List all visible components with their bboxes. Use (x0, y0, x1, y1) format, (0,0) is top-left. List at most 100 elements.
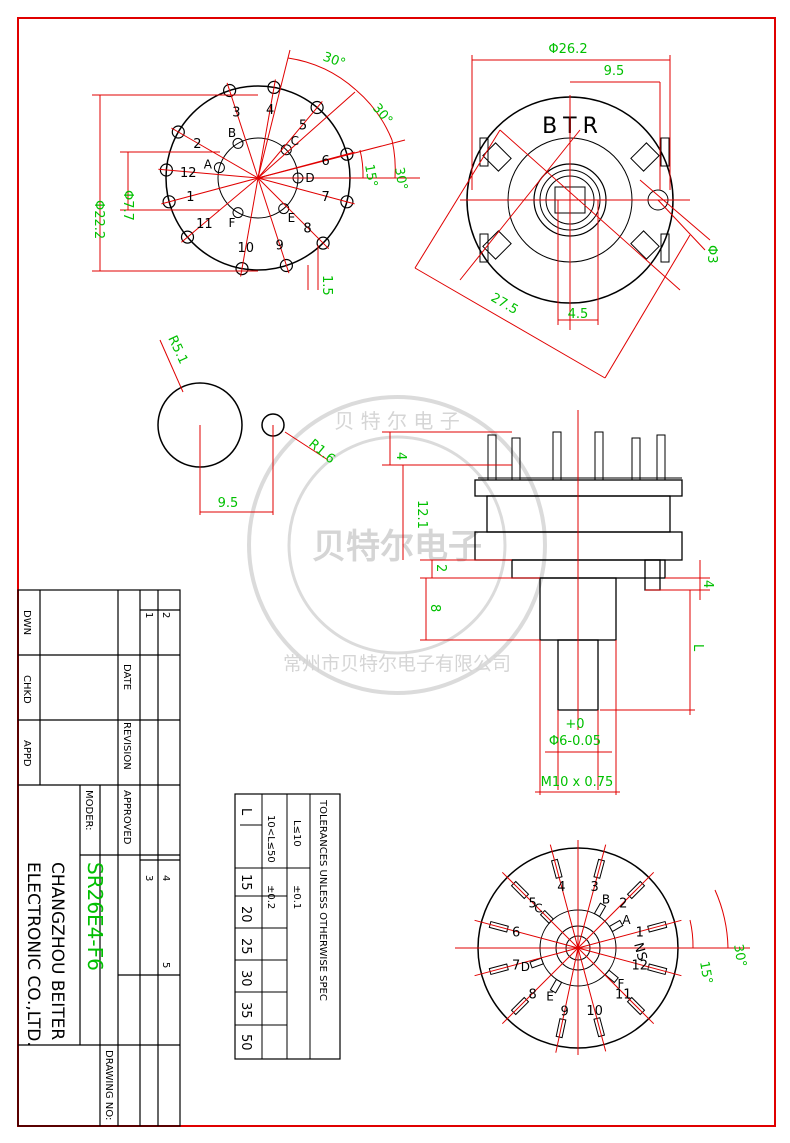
company-line-1: CHANGZHOU BEITER (47, 862, 67, 1040)
pin-label-2: 2 (193, 137, 201, 152)
label-approved: APPROVED (121, 790, 132, 845)
inner-label-D: D (305, 171, 314, 185)
bottom-inner-B (593, 902, 607, 918)
pin-12 (159, 163, 173, 177)
label-revision: REVISION (121, 722, 132, 770)
bottom-inner-label-E: E (546, 990, 554, 1004)
rev-num-3: 3 (143, 875, 154, 881)
tol-title: TOLERANCES UNLESS OTHERWISE SPEC (317, 799, 328, 1001)
label-appd: APPD (21, 740, 32, 767)
bottom-pin-label-10: 10 (586, 1004, 603, 1019)
label-chkd: CHKD (21, 675, 32, 704)
angle-30-b: 30° (369, 101, 395, 128)
drawing-border (17, 17, 776, 1127)
inner-label-A: A (204, 158, 213, 172)
bottom-inner-label-F: F (617, 977, 624, 991)
tol-val-25: 25 (238, 938, 253, 955)
pin-label-1: 1 (186, 190, 194, 205)
bottom-inner-label-A: A (622, 913, 631, 927)
tolerance-table: TOLERANCES UNLESS OTHERWISE SPEC L≤10 ±0… (234, 793, 341, 1060)
watermark-main: 贝特尔电子 (312, 527, 482, 567)
inner-pin-F (232, 207, 244, 219)
tol-row1-cond: L≤10 (291, 820, 302, 847)
pin-label-11: 11 (196, 217, 213, 232)
bottom-angle-15: 15° (696, 960, 715, 985)
tol-val-35: 35 (238, 1002, 253, 1019)
pin-label-4: 4 (266, 103, 274, 118)
top-right-view: BTR Φ26.2 9.5 Φ3 27.5 4.5 (414, 42, 719, 379)
pin-2 (171, 125, 185, 139)
pin-label-7: 7 (321, 190, 329, 205)
bottom-pin-label-6: 6 (512, 925, 520, 940)
dim-27-5: 27.5 (488, 290, 521, 317)
label-date: DATE (121, 664, 132, 690)
pin-label-9: 9 (275, 239, 283, 254)
bottom-pin-label-2: 2 (619, 897, 627, 912)
inner-pin-B (232, 137, 244, 149)
dim-9-5-holes: 9.5 (218, 496, 239, 511)
brand-label: BTR (542, 114, 604, 139)
bottom-pin-label-1: 1 (636, 925, 644, 940)
r5-label: R5.1 (164, 333, 190, 366)
side-dim-8: 8 (427, 604, 442, 612)
tol-row2-val: ±0.2 (265, 885, 276, 909)
angle-30-c: 30° (391, 166, 410, 191)
bottom-pin-label-9: 9 (561, 1005, 569, 1020)
bottom-pin-label-12: 12 (632, 959, 649, 974)
tol-val-20: 20 (238, 906, 253, 923)
dim-4-5: 4.5 (568, 307, 589, 322)
dia-7: Φ7.7 (120, 190, 135, 221)
side-dim-2: 2 (433, 564, 448, 572)
ns-label: NS (630, 941, 649, 962)
dim-1-5: 1.5 (319, 275, 334, 296)
inner-label-C: C (291, 134, 299, 148)
watermark-ring: 常州市贝特尔电子有限公司 (283, 653, 511, 675)
side-dim-12-1: 12.1 (414, 500, 429, 529)
watermark-top: 贝 特 尔 电 子 (334, 409, 459, 433)
inner-label-F: F (229, 216, 236, 230)
r1-label: R1.6 (305, 437, 337, 468)
tol-val-30: 30 (238, 970, 253, 987)
bottom-inner-label-D: D (521, 960, 530, 974)
pin-1 (162, 195, 176, 209)
inner-label-B: B (228, 126, 236, 140)
pin-7 (340, 195, 354, 209)
label-dwn: DWN (21, 610, 32, 635)
bottom-inner-label-B: B (602, 893, 610, 907)
label-moder: MODER: (83, 790, 94, 831)
thread-spec: M10 x 0.75 (541, 775, 614, 790)
pin-9 (279, 258, 293, 273)
bottom-pin-label-3: 3 (590, 880, 598, 895)
side-dim-4: 4 (393, 452, 408, 460)
bottom-inner-label-C: C (534, 901, 542, 915)
rev-num-1: 1 (143, 612, 154, 618)
pin-label-10: 10 (238, 241, 255, 256)
bottom-pin-label-5: 5 (529, 897, 537, 912)
bottom-inner-D (529, 957, 545, 969)
rev-num-2: 2 (160, 612, 171, 618)
bottom-inner-E (549, 978, 563, 994)
pin-label-3: 3 (232, 105, 240, 120)
pin-label-5: 5 (299, 118, 307, 133)
tol-val-15: 15 (238, 874, 253, 891)
tol-plus: +0 (565, 717, 584, 732)
dia-22: Φ22.2 (91, 200, 106, 239)
dia-26: Φ26.2 (548, 42, 587, 57)
rev-num-4: 4 (160, 875, 171, 881)
bottom-pin-label-4: 4 (557, 880, 565, 895)
tol-row1-val: ±0.1 (291, 885, 302, 909)
angle-30-a: 30° (321, 50, 348, 72)
pin-4 (267, 80, 281, 95)
company-line-2: ELECTRONIC CO.,LTD. (23, 862, 43, 1047)
tol-val-50: 50 (238, 1034, 253, 1051)
pin-3 (223, 83, 237, 98)
title-block (17, 589, 181, 1127)
bottom-inner-A (608, 919, 624, 933)
bottom-angle-30: 30° (730, 943, 749, 968)
dia-3: Φ3 (704, 245, 719, 264)
inner-pin-A (213, 162, 225, 174)
pin-10 (235, 262, 249, 276)
model-number: SR26E4-F6 (83, 862, 107, 971)
watermark: 贝特尔电子 贝 特 尔 电 子 常州市贝特尔电子有限公司 (247, 395, 547, 695)
rev-num-5: 5 (160, 962, 171, 968)
